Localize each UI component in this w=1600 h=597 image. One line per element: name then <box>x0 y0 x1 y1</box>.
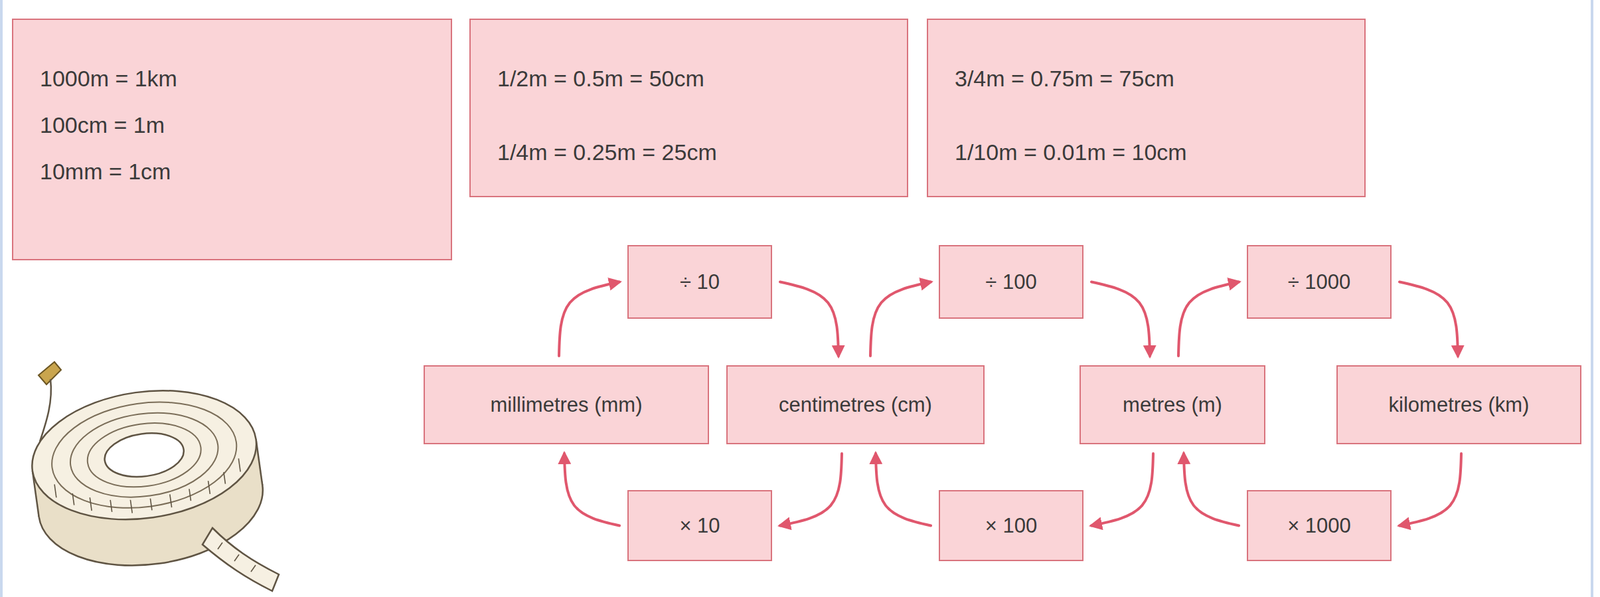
operation-label: × 1000 <box>1287 512 1352 540</box>
tape-tab <box>38 361 62 385</box>
fact-box: 1/2m = 0.5m = 50cm 1/4m = 0.25m = 25cm <box>469 18 909 198</box>
fact-box: 3/4m = 0.75m = 75cm 1/10m = 0.01m = 10cm <box>926 18 1366 198</box>
operation-label: ÷ 1000 <box>1287 268 1352 296</box>
conversion-fact: 100cm = 1m <box>39 101 165 149</box>
tail-ticks <box>217 542 256 572</box>
conversion-arrow <box>780 453 842 526</box>
operation-box: × 1000 <box>1246 489 1392 561</box>
conversion-arrow <box>875 453 931 526</box>
tape-ticks <box>54 458 244 523</box>
conversion-arrow <box>780 282 839 357</box>
unit-box: millimetres (mm) <box>423 365 710 445</box>
conversion-fact: 1/2m = 0.5m = 50cm <box>497 55 705 102</box>
operation-label: ÷ 10 <box>679 268 720 296</box>
operation-box: ÷ 1000 <box>1246 244 1392 319</box>
conversion-arrow <box>1091 453 1154 526</box>
unit-box: metres (m) <box>1079 365 1266 445</box>
operation-label: × 100 <box>985 512 1038 540</box>
conversion-fact: 3/4m = 0.75m = 75cm <box>954 55 1175 102</box>
conversion-fact: 1/10m = 0.01m = 10cm <box>954 128 1188 176</box>
unit-label: kilometres (km) <box>1388 391 1530 419</box>
page-frame <box>0 0 3 597</box>
unit-box: centimetres (cm) <box>726 365 985 445</box>
tape-measure-illustration <box>13 335 293 595</box>
operation-label: ÷ 100 <box>985 268 1037 296</box>
page-frame <box>1590 0 1594 597</box>
unit-label: centimetres (cm) <box>778 391 933 419</box>
coil-top <box>23 376 265 533</box>
conversion-arrow <box>1183 453 1239 526</box>
unit-label: millimetres (mm) <box>489 391 642 419</box>
operation-box: × 10 <box>627 489 773 561</box>
conversion-arrow <box>870 282 931 357</box>
conversion-fact: 10mm = 1cm <box>39 148 171 195</box>
coil-layer <box>65 403 224 506</box>
fact-box: 1000m = 1km100cm = 1m10mm = 1cm <box>11 18 453 261</box>
coil-layer <box>45 390 244 519</box>
tape-end <box>39 379 52 442</box>
conversion-fact: 1/4m = 0.25m = 25cm <box>497 128 718 176</box>
operation-box: × 100 <box>938 489 1084 561</box>
conversion-arrow <box>1399 282 1458 357</box>
conversion-arrow <box>1178 282 1239 357</box>
coil-hole <box>101 428 187 482</box>
conversion-fact: 1000m = 1km <box>39 55 178 102</box>
operation-box: ÷ 10 <box>627 244 773 319</box>
conversion-arrow <box>1399 453 1462 526</box>
conversion-arrow <box>559 282 620 357</box>
tape-tail <box>202 527 279 591</box>
unit-label: metres (m) <box>1122 391 1223 419</box>
operation-label: × 10 <box>679 512 720 540</box>
unit-box: kilometres (km) <box>1336 365 1582 445</box>
conversion-arrow <box>564 453 620 526</box>
operation-box: ÷ 100 <box>938 244 1084 319</box>
conversion-arrow <box>1091 282 1150 357</box>
coil-layer <box>83 416 206 494</box>
